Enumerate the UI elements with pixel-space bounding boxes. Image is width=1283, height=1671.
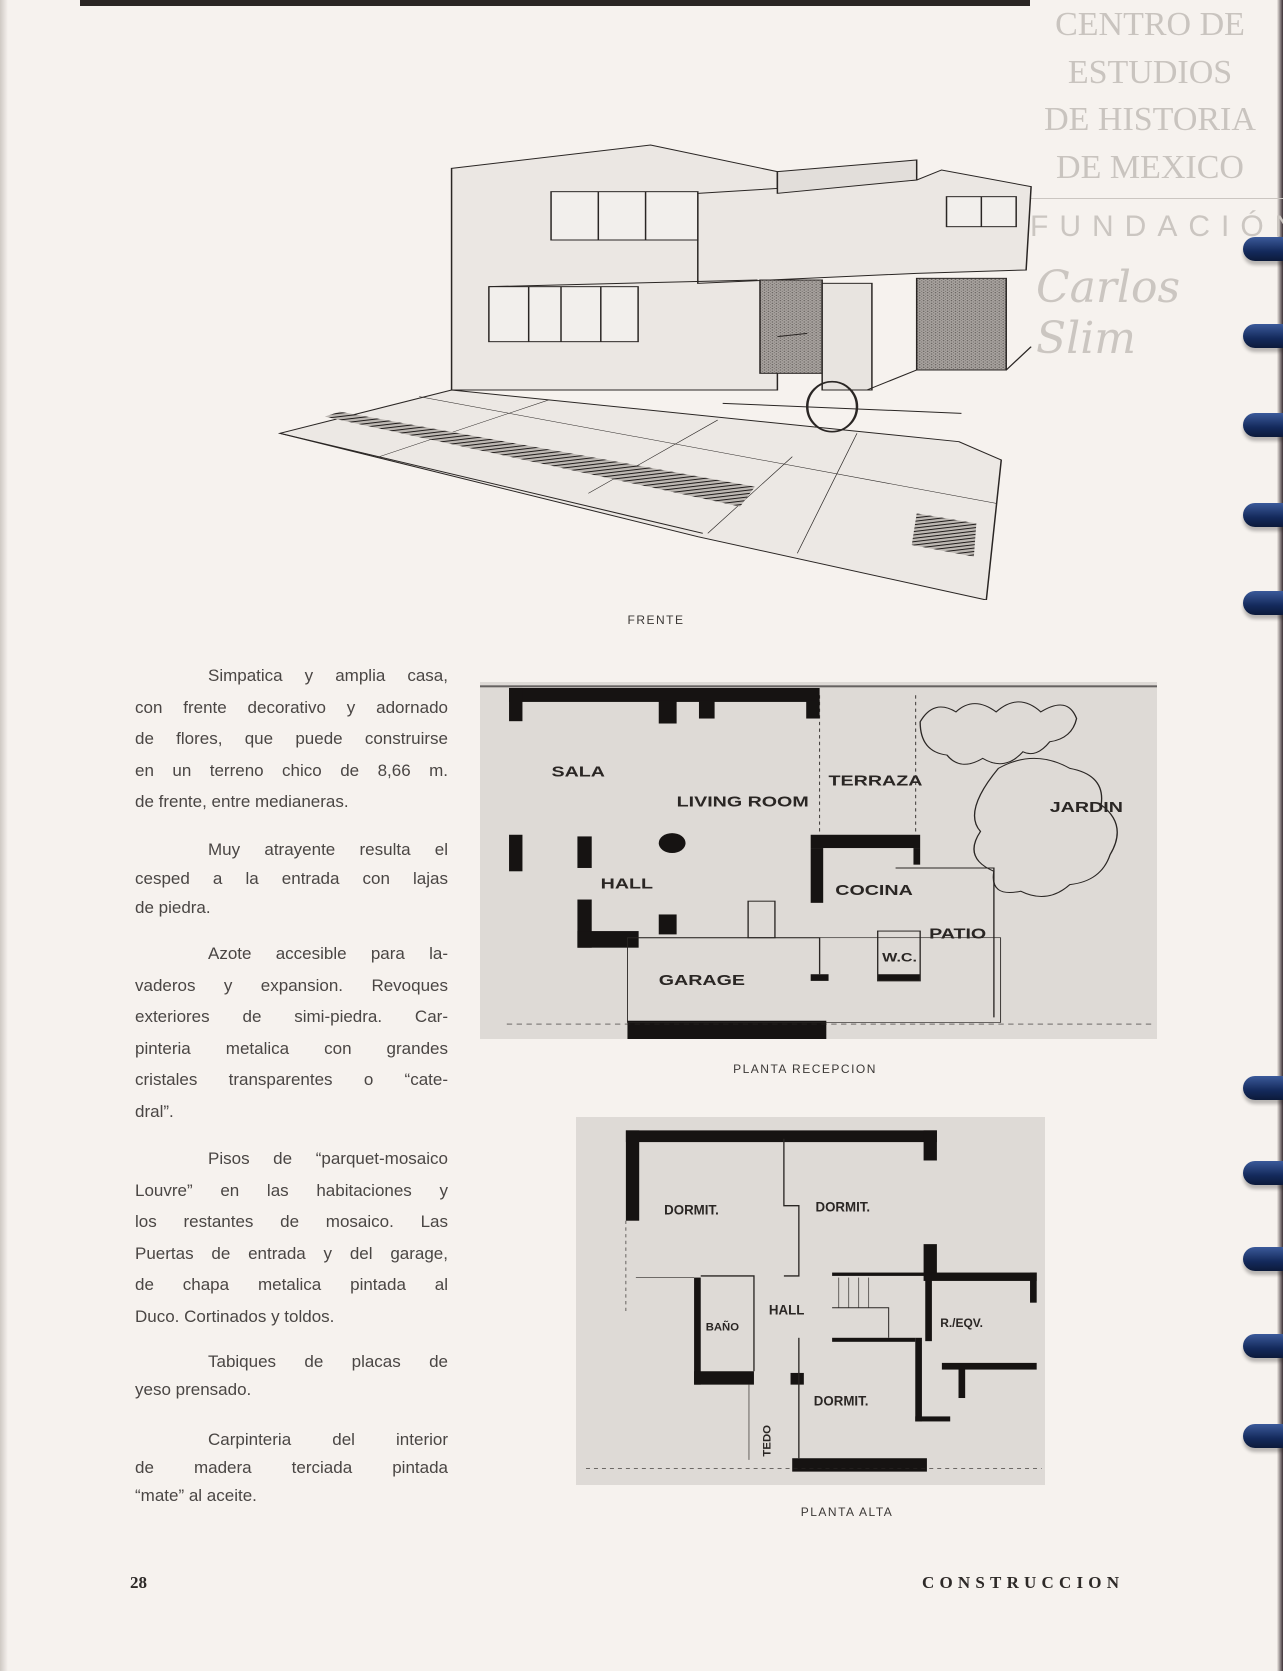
room-label: JARDIN xyxy=(1050,799,1123,816)
text-line: con frente decorativo y adornado xyxy=(135,697,448,717)
watermark-foundation: FUNDACIÓN xyxy=(1030,210,1283,243)
text-line: vaderos y expansion. Revoques xyxy=(135,975,448,995)
text-line: yeso prensado. xyxy=(135,1380,252,1399)
room-label: TERRAZA xyxy=(829,772,923,789)
text-line: Muy atrayente resulta el xyxy=(208,840,448,859)
binder-ring xyxy=(1243,1424,1283,1448)
room-label: DORMIT. xyxy=(815,1199,870,1214)
watermark-line: ESTUDIOS xyxy=(1067,54,1233,91)
text-line: “mate” al aceite. xyxy=(135,1486,257,1505)
paragraph: Simpatica y amplia casa, con frente deco… xyxy=(135,660,448,818)
room-label: HALL xyxy=(769,1302,804,1317)
page-top-edge xyxy=(80,0,1030,6)
text-line: Tabiques de placas de xyxy=(208,1352,448,1371)
binder-ring xyxy=(1243,1247,1283,1271)
text-line: Duco. Cortinados y toldos. xyxy=(135,1306,335,1326)
paragraph: Tabiques de placas de yeso prensado. xyxy=(135,1348,448,1404)
text-line: de chapa metalica pintada al xyxy=(135,1275,448,1294)
watermark-rule xyxy=(1030,198,1283,199)
text-line: de flores, que puede construirse xyxy=(135,729,448,748)
room-label: TEDO xyxy=(762,1425,774,1457)
upper-floor-caption: PLANTA ALTA xyxy=(800,1505,894,1519)
page-number: 28 xyxy=(130,1573,147,1592)
text-line: pinteria metalica con grandes xyxy=(135,1038,448,1058)
text-line: exteriores de simi-piedra. Car- xyxy=(135,1007,448,1026)
ground-floor-plan: SALA LIVING ROOM TERRAZA JARDIN HALL COC… xyxy=(480,682,1157,1039)
room-label: SALA xyxy=(551,763,605,780)
text-line: los restantes de mosaico. Las xyxy=(135,1212,448,1231)
room-label: COCINA xyxy=(835,882,913,899)
watermark-line: DE MEXICO xyxy=(1056,149,1244,186)
watermark-line: DE HISTORIA xyxy=(1044,101,1256,138)
room-label: GARAGE xyxy=(659,971,745,988)
watermark-line: CENTRO DE xyxy=(1055,6,1245,43)
upper-floor-plan: DORMIT. DORMIT. HALL BAÑO R./EQV. DORMIT… xyxy=(576,1117,1045,1485)
text-line: de frente, entre medianeras. xyxy=(135,792,349,811)
text-line: en un terreno chico de 8,66 m. xyxy=(135,760,448,780)
text-line: Puertas de entrada y del garage, xyxy=(135,1243,448,1263)
text-line: Carpinteria del interior xyxy=(208,1430,448,1449)
binder-ring xyxy=(1243,1076,1283,1100)
binder-ring xyxy=(1243,413,1283,437)
paragraph: Pisos de “parquet-mosaico Louvre” en las… xyxy=(135,1143,448,1332)
room-label: W.C. xyxy=(882,951,917,964)
paragraph: Carpinteria del interior de madera terci… xyxy=(135,1426,448,1510)
paragraph: Azote accesible para la- vaderos y expan… xyxy=(135,938,448,1127)
room-label: R./EQV. xyxy=(940,1316,983,1330)
room-label: PATIO xyxy=(929,925,986,942)
binder-ring xyxy=(1243,1161,1283,1185)
text-line: Pisos de “parquet-mosaico xyxy=(208,1149,448,1168)
magazine-title: CONSTRUCCION xyxy=(922,1573,1125,1592)
text-line: de madera terciada pintada xyxy=(135,1458,448,1477)
text-line: Azote accesible para la- xyxy=(208,944,448,963)
room-label: DORMIT. xyxy=(664,1203,719,1218)
room-label: LIVING ROOM xyxy=(677,793,809,810)
ground-floor-caption: PLANTA RECEPCION xyxy=(733,1062,877,1076)
binder-ring xyxy=(1243,324,1283,348)
watermark-signature: Carlos Slim xyxy=(1036,262,1181,364)
text-line: dral”. xyxy=(135,1101,174,1121)
page-left-edge xyxy=(0,0,8,1671)
text-line: de piedra. xyxy=(135,898,211,917)
text-line: cesped a la entrada con lajas xyxy=(135,869,448,888)
binder-ring xyxy=(1243,503,1283,527)
text-line: Simpatica y amplia casa, xyxy=(208,666,448,685)
front-sketch xyxy=(277,144,1032,600)
binder-ring xyxy=(1243,237,1283,261)
front-caption: FRENTE xyxy=(627,613,685,627)
page-right-edge xyxy=(1277,0,1283,1671)
room-label: HALL xyxy=(601,875,654,892)
room-label: BAÑO xyxy=(706,1320,739,1333)
text-line: Louvre” en las habitaciones y xyxy=(135,1180,448,1200)
text-line: cristales transparentes o “cate- xyxy=(135,1070,448,1089)
paragraph: Muy atrayente resulta el cesped a la ent… xyxy=(135,835,448,922)
room-label: DORMIT. xyxy=(814,1393,869,1408)
binder-ring xyxy=(1243,591,1283,615)
binder-ring xyxy=(1243,1334,1283,1358)
